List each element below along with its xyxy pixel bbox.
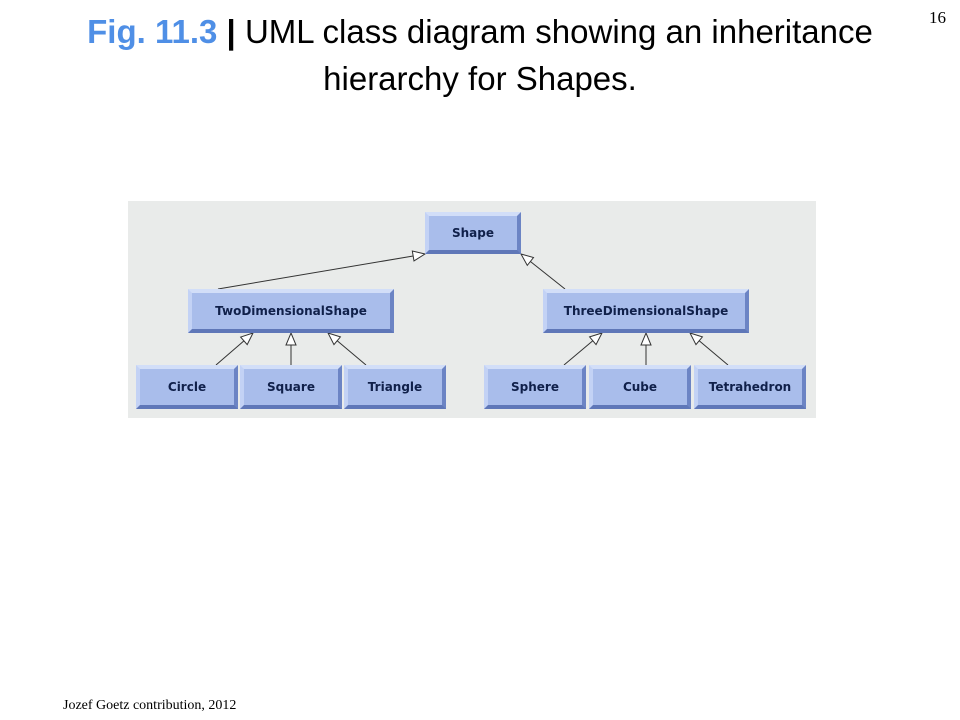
arrow-line xyxy=(563,340,594,366)
hollow-arrowhead xyxy=(519,253,535,267)
uml-class-diagram: Shape TwoDimensionalShape ThreeDimension… xyxy=(128,201,816,418)
hollow-arrowhead xyxy=(239,332,254,346)
class-circle: Circle xyxy=(136,365,238,409)
generalization-arrow-cube-to-three_d xyxy=(640,331,652,365)
inheritance-arrows xyxy=(215,250,729,366)
class-cube: Cube xyxy=(589,365,691,409)
generalization-arrow-tetrahedron-to-three_d xyxy=(689,332,729,366)
hollow-arrowhead xyxy=(689,332,704,346)
title-text: UML class diagram showing an inheritance… xyxy=(244,13,873,97)
class-triangle: Triangle xyxy=(344,365,446,409)
figure-label: Fig. 11.3 xyxy=(87,13,218,50)
generalization-arrow-circle-to-two_d xyxy=(215,332,254,366)
class-tetrahedron: Tetrahedron xyxy=(694,365,806,409)
arrow-line xyxy=(217,255,414,290)
generalization-arrow-three_d-to-shape xyxy=(519,253,566,290)
footer-credit: Jozef Goetz contribution, 2012 xyxy=(63,698,237,713)
class-sphere: Sphere xyxy=(484,365,586,409)
arrow-line xyxy=(336,340,367,366)
slide-title: Fig. 11.3 | UML class diagram showing an… xyxy=(40,8,920,102)
class-square: Square xyxy=(240,365,342,409)
arrow-line xyxy=(215,340,245,366)
hollow-arrowhead xyxy=(327,332,342,346)
slide-number: 16 xyxy=(929,8,946,27)
hollow-arrowhead xyxy=(411,250,427,262)
arrow-line xyxy=(698,340,729,366)
generalization-arrow-triangle-to-two_d xyxy=(327,332,367,366)
generalization-arrow-square-to-two_d xyxy=(285,331,297,365)
hollow-arrowhead xyxy=(588,332,603,346)
generalization-arrow-sphere-to-three_d xyxy=(563,332,603,366)
class-three-dimensional-shape: ThreeDimensionalShape xyxy=(543,289,749,333)
title-separator: | xyxy=(226,13,236,50)
arrow-line xyxy=(530,261,566,290)
hollow-arrowhead xyxy=(285,331,297,346)
class-shape: Shape xyxy=(425,212,521,254)
class-two-dimensional-shape: TwoDimensionalShape xyxy=(188,289,394,333)
generalization-arrow-two_d-to-shape xyxy=(217,250,427,290)
hollow-arrowhead xyxy=(640,331,652,346)
